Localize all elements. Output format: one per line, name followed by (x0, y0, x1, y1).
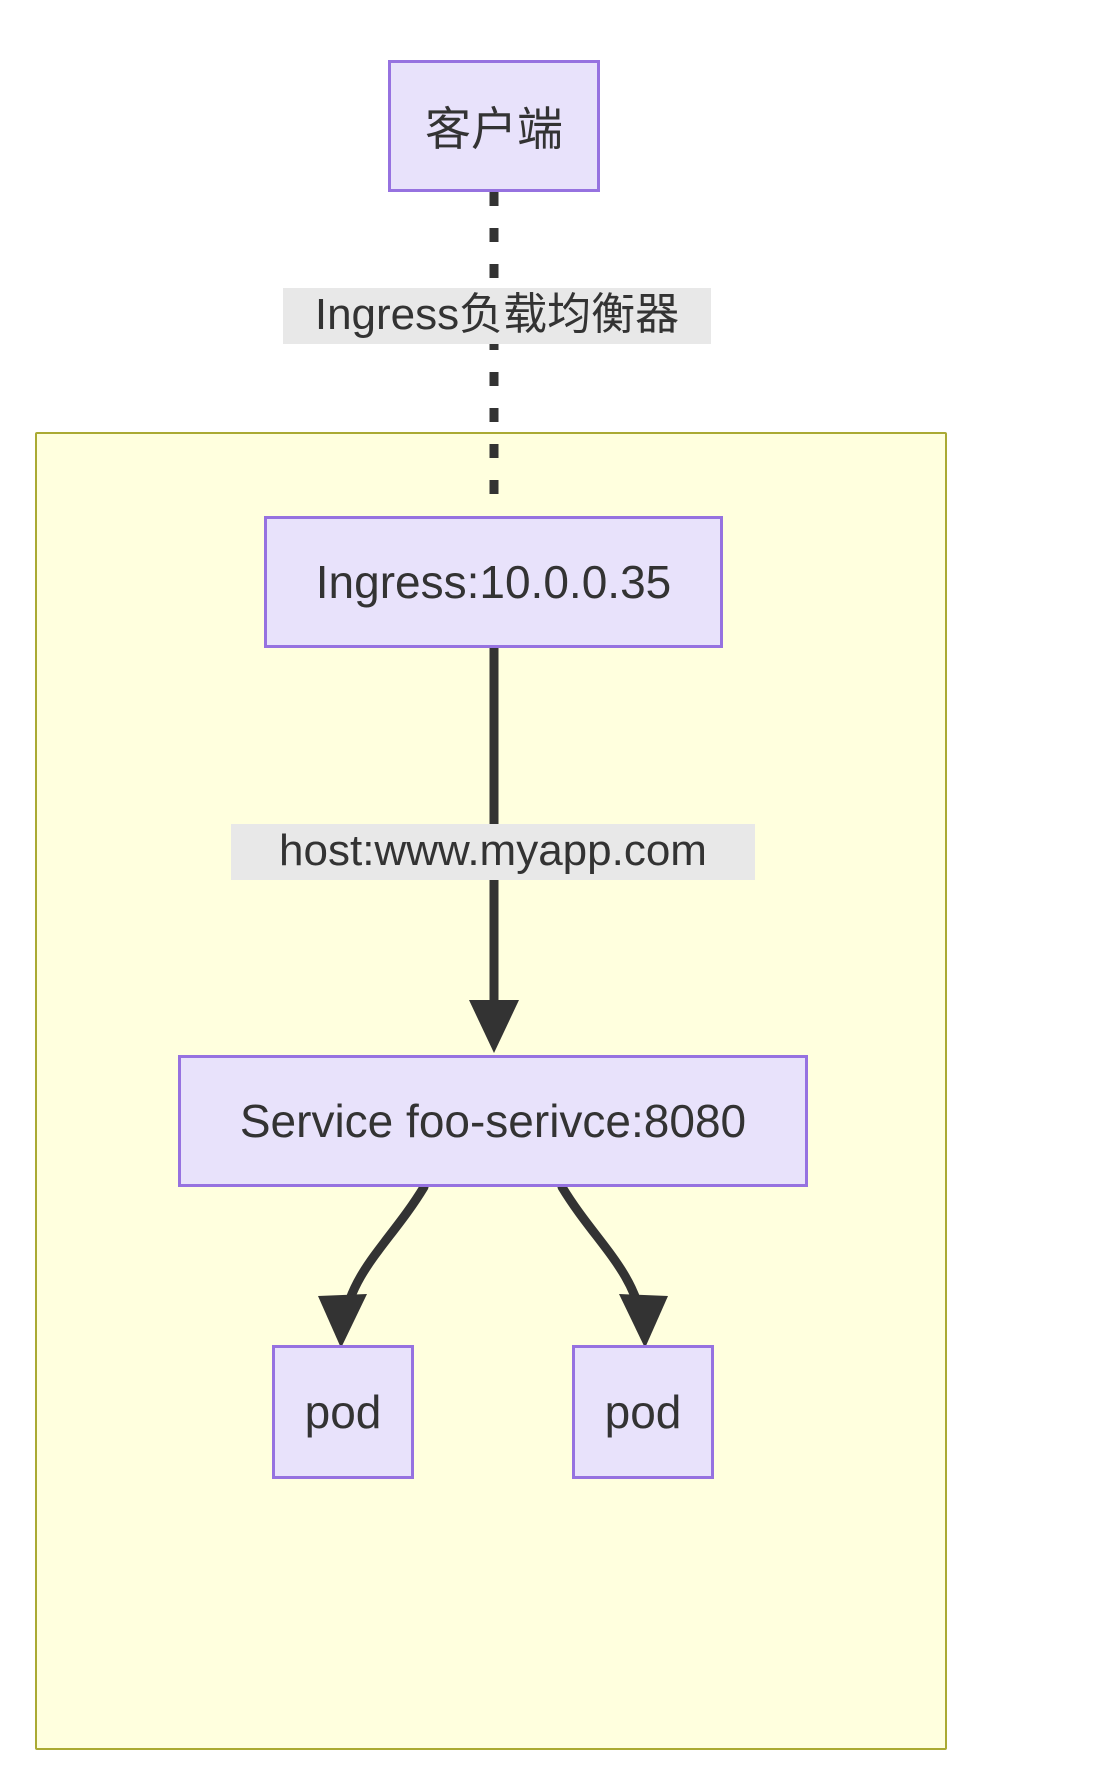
node-pod-right[interactable]: pod (572, 1345, 714, 1479)
node-service[interactable]: Service foo-serivce:8080 (178, 1055, 808, 1187)
edge-label-ingress-load-balancer: Ingress负载均衡器 (283, 288, 711, 344)
edge-service-to-pod-right (557, 1182, 668, 1348)
node-client[interactable]: 客户端 (388, 60, 600, 192)
node-ingress[interactable]: Ingress:10.0.0.35 (264, 516, 723, 648)
node-pod-left-label: pod (304, 1386, 382, 1438)
node-pod-right-label: pod (604, 1386, 682, 1438)
node-ingress-label: Ingress:10.0.0.35 (315, 556, 672, 608)
node-client-label: 客户端 (425, 103, 563, 155)
node-service-label: Service foo-serivce:8080 (239, 1095, 747, 1147)
node-pod-left[interactable]: pod (272, 1345, 414, 1479)
edge-service-to-pod-left (318, 1182, 429, 1348)
edge-label-host: host:www.myapp.com (231, 824, 755, 880)
